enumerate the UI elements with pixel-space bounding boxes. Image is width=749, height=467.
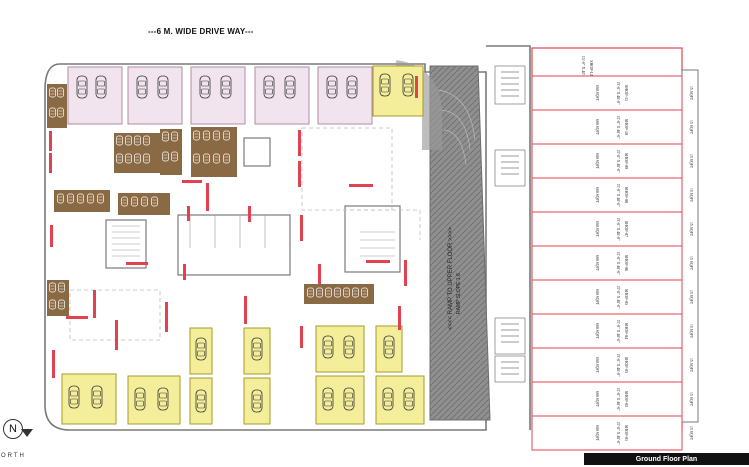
- shop-width-note: 15 SQFT: [689, 120, 693, 135]
- shop-size: 15'-0" X 40'-0": [616, 217, 620, 240]
- shop-name: SHOP-10: [624, 119, 629, 135]
- shop-size: 15'-0" X 40'-0": [616, 285, 620, 308]
- shop-width-note: 15 SQFT: [689, 222, 693, 237]
- shop-width-note: 15 SQFT: [689, 426, 693, 441]
- shop-size: 15'-0" X 40'-0": [616, 319, 620, 342]
- shop-area: 600 SQFT: [595, 391, 599, 408]
- shop-row: [531, 381, 683, 417]
- shop-area: 600 SQFT: [595, 85, 599, 102]
- shop-name: SHOP-04: [624, 323, 629, 340]
- shop-name: SHOP-09: [624, 153, 629, 169]
- shop-width-note: 15 SQFT: [689, 358, 693, 373]
- shop-width-note: 15 SQFT: [689, 290, 693, 305]
- shop-width-note: 15 SQFT: [689, 86, 693, 101]
- shop-width-note: 15 SQFT: [689, 154, 693, 169]
- shop-name: SHOP-06: [624, 255, 629, 271]
- shop-row: [531, 279, 683, 315]
- plan-label: Ground Floor Plan: [584, 453, 749, 465]
- shop-width-note: 15 SQFT: [689, 392, 693, 407]
- shop-size: 15'-0" X 40'-0": [616, 387, 620, 410]
- shop-name: SHOP-05: [624, 289, 629, 305]
- shop-size: 15'-0" X 40'-0": [616, 251, 620, 274]
- north-arrow: N ORTH: [1, 419, 41, 463]
- shop-name: SHOP-08: [624, 187, 629, 203]
- service-core: [105, 137, 401, 276]
- shop-row: [531, 177, 683, 213]
- shop-area: 600 SQFT: [595, 187, 599, 204]
- shop-12-size: 15'-0" X 40'-0": [581, 56, 586, 81]
- shop-area: 600 SQFT: [595, 221, 599, 238]
- north-circle-icon: N: [3, 419, 23, 439]
- shop-size: 15'-0" X 40'-0": [616, 353, 620, 376]
- shop-area: 600 SQFT: [595, 289, 599, 306]
- parking-yellow-bottom: [61, 325, 425, 425]
- ramp-slope-text: RAMP SLOPE 1:8: [456, 273, 462, 314]
- shop-name: SHOP-11: [624, 85, 629, 101]
- ramp-text: <<<< RAMP TO UPPER FLOOR >>>>: [448, 226, 454, 330]
- shop-12-name: SHOP-12: [589, 60, 594, 76]
- shop-size: 15'-0" X 40'-0": [616, 421, 620, 444]
- shop-size: 15'-0" X 40'-0": [616, 115, 620, 138]
- shop-name: SHOP-02: [624, 391, 629, 407]
- shop-size: 15'-0" X 40'-0": [616, 149, 620, 172]
- shop-row: [531, 415, 683, 451]
- north-triangle-icon: [21, 429, 33, 437]
- parking-yellow-top: [372, 65, 424, 117]
- ramp: [393, 60, 491, 421]
- shop-name: SHOP-03: [624, 357, 629, 373]
- columns: [49, 76, 418, 378]
- shop-size: 15'-0" X 40'-0": [616, 81, 620, 104]
- shop-row: [531, 245, 683, 281]
- shop-area: 600 SQFT: [595, 153, 599, 170]
- ramp-label: <<<< RAMP TO UPPER FLOOR >>>> RAMP SLOPE…: [448, 226, 462, 330]
- shop-area: 600 SQFT: [595, 119, 599, 136]
- shop-width-note: 15 SQFT: [689, 188, 693, 203]
- shop-area: 600 SQFT: [595, 425, 599, 442]
- shop-row: [531, 109, 683, 145]
- shop-area: 600 SQFT: [595, 255, 599, 272]
- building-outline: [44, 45, 531, 431]
- shop-row: [531, 211, 683, 247]
- parking-brown-bays: [47, 84, 374, 316]
- shop-row: [531, 347, 683, 383]
- shop-name: SHOP-01: [624, 425, 629, 441]
- shop-name: SHOP-07: [624, 221, 629, 237]
- shop-width-note: 15 SQFT: [689, 256, 693, 271]
- shop-area: 600 SQFT: [595, 357, 599, 374]
- parking-row-top: [67, 66, 373, 125]
- shop-row: [531, 75, 683, 111]
- shop-size: 15'-0" X 40'-0": [616, 183, 620, 206]
- drive-way-title: ---6 M. WIDE DRIVE WAY---: [148, 27, 254, 36]
- side-stairs: [494, 65, 526, 383]
- shop-width-note: 15 SQFT: [689, 324, 693, 339]
- north-label: ORTH: [1, 453, 26, 459]
- shop-row: [531, 143, 683, 179]
- shop-area: 600 SQFT: [595, 323, 599, 340]
- shop-row: [531, 313, 683, 349]
